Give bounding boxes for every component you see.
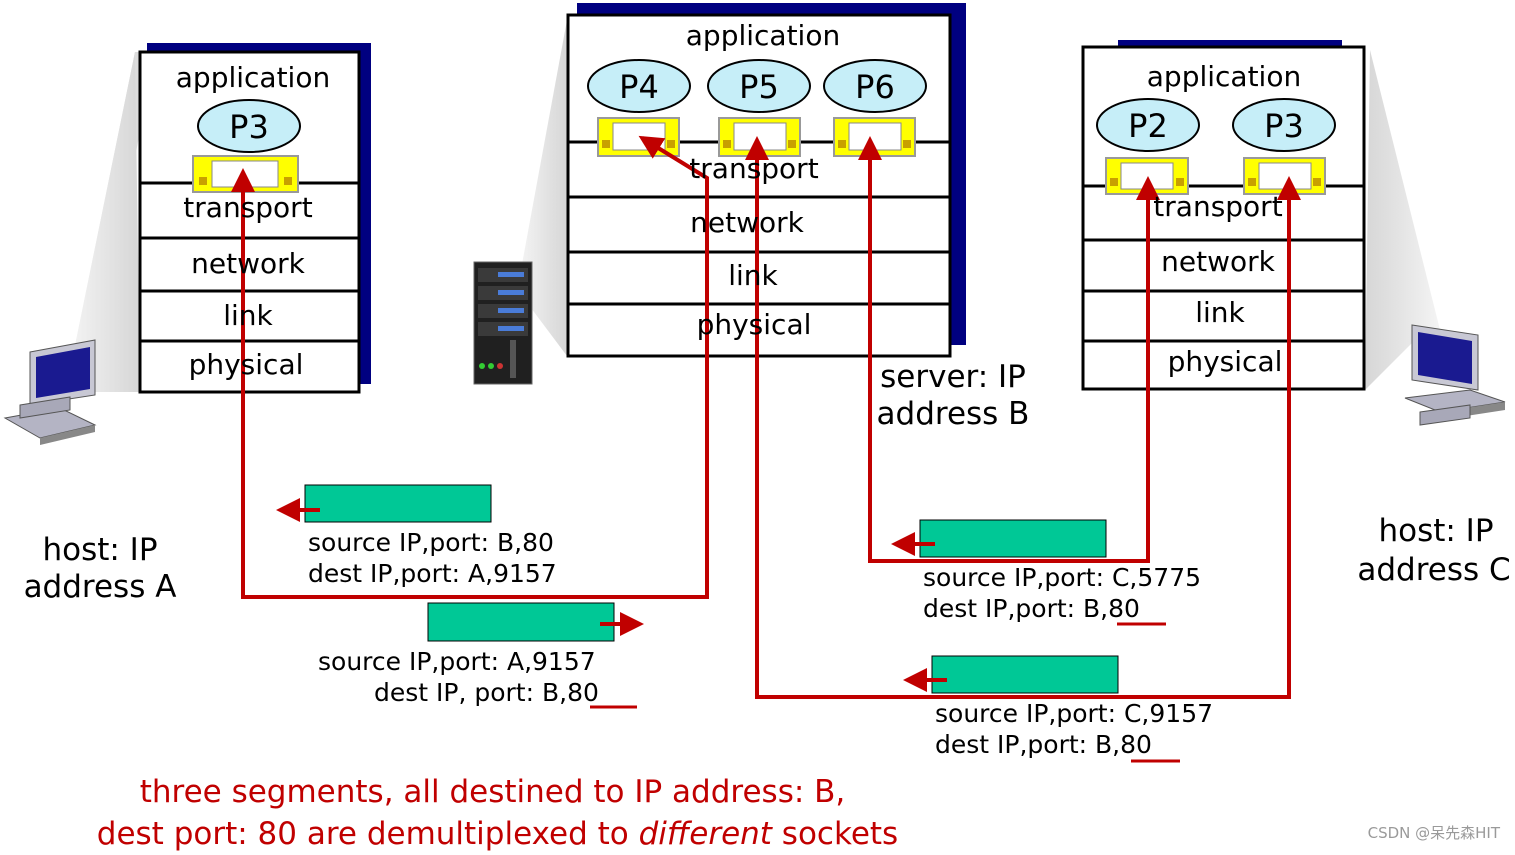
segment-1-dst: dest IP,port: A,9157 (308, 559, 557, 588)
layer-label: network (690, 206, 804, 239)
socket-icon (1243, 157, 1326, 195)
delivery-paths (231, 135, 1301, 699)
process-bubble (707, 59, 811, 113)
host-a-label-line2: address A (24, 569, 177, 605)
segment-2-dst: dest IP, port: B,80 (374, 678, 599, 707)
process-label: P4 (619, 68, 659, 106)
layer-label: transport (689, 152, 818, 185)
segment-4-src: source IP,port: C,9157 (935, 699, 1213, 728)
layer-label: link (728, 259, 778, 292)
segment-3-src: source IP,port: C,5775 (923, 563, 1201, 592)
caption-text: three segments, all destined to IP addre… (139, 774, 846, 810)
caption-emphasis: different (638, 816, 772, 852)
path-a-to-p4 (241, 135, 709, 599)
segment-2-src: source IP,port: A,9157 (318, 647, 596, 676)
layer-label: physical (1168, 345, 1283, 378)
layer-label: link (1195, 296, 1245, 329)
segment-1-src: source IP,port: B,80 (308, 528, 554, 557)
process-label: P3 (1264, 107, 1304, 145)
process-label: P2 (1128, 107, 1168, 145)
layer-label: link (223, 299, 273, 332)
caption-text: dest port: 80 are demultiplexed to (96, 816, 639, 852)
layer-label: application (686, 19, 840, 52)
server-label-line2: address B (877, 396, 1030, 432)
process-bubble (1232, 98, 1336, 152)
computer-icon-host-c (1404, 324, 1506, 426)
segment-box-2 (427, 602, 615, 642)
computer-icon-host-a (3, 339, 97, 445)
caption-line2: dest port: 80 are demultiplexed to diffe… (0, 813, 995, 855)
process-bubble (823, 59, 927, 113)
process-label: P5 (739, 68, 779, 106)
segment-box-4 (931, 655, 1119, 694)
layer-label: transport (183, 191, 312, 224)
layer-label: application (176, 61, 330, 94)
socket-icon (718, 117, 801, 157)
server-icon (473, 261, 533, 385)
layer-label: network (1161, 245, 1275, 278)
layer-label: transport (1153, 190, 1282, 223)
host-c-label-line2: address C (1357, 552, 1510, 588)
host-a-label-line1: host: IP (42, 532, 157, 568)
caption-text: sockets (771, 816, 899, 852)
socket-icon (833, 117, 916, 157)
segment-box-3 (919, 519, 1107, 558)
process-bubble (587, 59, 691, 113)
segment-4-dst: dest IP,port: B,80 (935, 730, 1152, 759)
beam-c (1365, 50, 1440, 390)
process-bubble (197, 99, 301, 153)
watermark-text: CSDN @呆先森HIT (1368, 824, 1501, 842)
host-c-label-line1: host: IP (1378, 513, 1493, 549)
path-c-5775-to-p6 (858, 136, 1150, 563)
layer-label: network (191, 247, 305, 280)
process-label: P3 (229, 108, 269, 146)
server-label-line1: server: IP (880, 359, 1026, 395)
caption-line1: three segments, all destined to IP addre… (0, 771, 985, 813)
layer-label: application (1147, 60, 1301, 93)
stack-host-a (138, 43, 371, 394)
beam-a-lower (70, 52, 140, 392)
process-label: P6 (855, 68, 895, 106)
layer-label: physical (697, 308, 812, 341)
segment-box-1 (304, 484, 492, 523)
layer-label: physical (189, 348, 304, 381)
path-c-9157-to-p5 (745, 136, 1291, 699)
socket-icon (597, 117, 680, 157)
stack-host-c (1081, 40, 1366, 391)
process-bubble (1096, 98, 1200, 152)
segment-3-dst: dest IP,port: B,80 (923, 594, 1140, 623)
